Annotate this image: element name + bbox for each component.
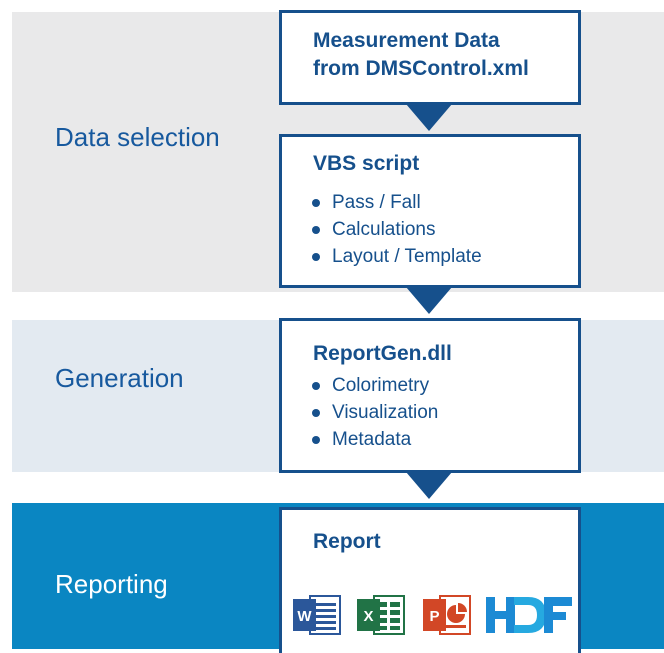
measurement-data-title-line1: Measurement Data — [313, 29, 500, 52]
excel-letter: X — [363, 608, 373, 625]
list-item-label: Calculations — [332, 219, 436, 240]
list-item-label: Visualization — [332, 402, 439, 423]
section-label-reporting: Reporting — [55, 569, 168, 599]
section-label-generation: Generation — [55, 363, 184, 393]
reportgen-list: Colorimetry Visualization Metadata — [310, 372, 438, 453]
flow-arrow-icon — [406, 104, 452, 131]
list-item: Colorimetry — [310, 372, 438, 399]
powerpoint-letter: P — [429, 608, 439, 625]
report-title: Report — [313, 530, 381, 553]
list-item: Pass / Fall — [310, 189, 482, 216]
reportgen-title: ReportGen.dll — [313, 342, 452, 365]
reportgen-box: ReportGen.dll Colorimetry Visualization … — [279, 318, 581, 473]
bullet-icon — [312, 436, 320, 444]
section-label-data-selection: Data selection — [55, 122, 220, 152]
vbs-script-box: VBS script Pass / Fall Calculations Layo… — [279, 134, 581, 288]
hdf-icon — [486, 597, 572, 633]
flow-arrow-icon — [406, 472, 452, 499]
excel-icon: X — [357, 595, 405, 635]
word-icon: W — [293, 595, 341, 635]
bullet-icon — [312, 253, 320, 261]
list-item-label: Pass / Fall — [332, 192, 421, 213]
list-item-label: Colorimetry — [332, 375, 430, 396]
list-item-label: Layout / Template — [332, 246, 482, 267]
measurement-data-title-line2: from DMSControl.xml — [313, 57, 529, 80]
list-item: Layout / Template — [310, 243, 482, 270]
measurement-data-box: Measurement Data from DMSControl.xml — [279, 10, 581, 105]
report-format-icons: W X P — [292, 593, 577, 637]
bullet-icon — [312, 199, 320, 207]
powerpoint-icon: P — [423, 595, 471, 635]
vbs-script-list: Pass / Fall Calculations Layout / Templa… — [310, 189, 482, 270]
bullet-icon — [312, 382, 320, 390]
flow-arrow-icon — [406, 287, 452, 314]
list-item: Metadata — [310, 426, 438, 453]
measurement-data-title: Measurement Data from DMSControl.xml — [313, 27, 529, 83]
vbs-script-title: VBS script — [313, 152, 420, 175]
list-item: Visualization — [310, 399, 438, 426]
report-box: Report W X — [279, 507, 581, 653]
bullet-icon — [312, 226, 320, 234]
word-letter: W — [297, 608, 312, 625]
bullet-icon — [312, 409, 320, 417]
list-item: Calculations — [310, 216, 482, 243]
list-item-label: Metadata — [332, 429, 412, 450]
